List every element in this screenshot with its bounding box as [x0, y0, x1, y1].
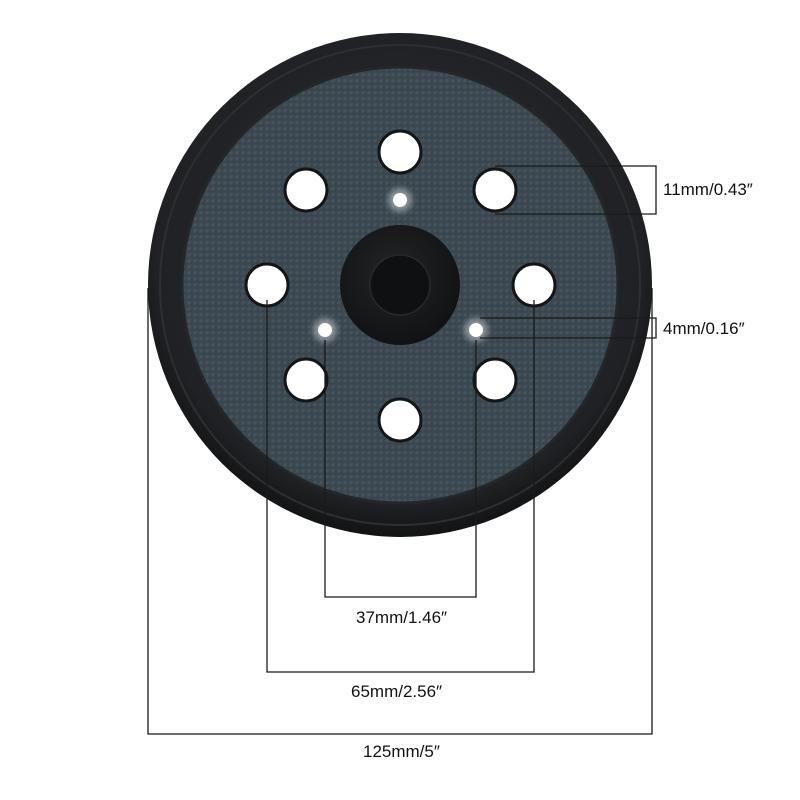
small-holes: [313, 188, 488, 342]
large-hole: [377, 397, 423, 443]
small-hole: [393, 193, 407, 207]
dimension-line-large-hole: [495, 165, 657, 215]
pad-face-ring: [180, 65, 620, 505]
dimension-line-small-spacing: [324, 340, 477, 598]
dimension-large-hole: [495, 165, 657, 215]
label-large-spacing: 65mm/2.56″: [351, 682, 443, 701]
large-hole: [472, 167, 518, 213]
large-hole: [511, 262, 557, 308]
label-small-hole: 4mm/0.16″: [663, 319, 745, 338]
small-hole: [318, 323, 332, 337]
small-hole: [469, 323, 483, 337]
large-holes: [244, 129, 557, 443]
label-overall: 125mm/5″: [363, 742, 440, 761]
dimension-small-hole: [480, 317, 657, 339]
large-hole: [283, 167, 329, 213]
center-hub-inner: [369, 254, 431, 316]
dimension-line-overall: [147, 288, 653, 735]
dimension-large-spacing: [266, 300, 535, 673]
large-hole: [377, 129, 423, 175]
dimension-line-small-hole: [480, 317, 657, 339]
dimension-small-spacing: [324, 340, 477, 598]
large-hole: [283, 357, 329, 403]
dimension-overall: [147, 288, 653, 735]
large-hole: [472, 357, 518, 403]
pad-rim-edge: [159, 44, 641, 526]
dimension-line-large-spacing: [266, 300, 535, 673]
label-small-spacing: 37mm/1.46″: [356, 608, 448, 627]
label-large-hole: 11mm/0.43″: [663, 180, 753, 199]
large-hole: [244, 262, 290, 308]
